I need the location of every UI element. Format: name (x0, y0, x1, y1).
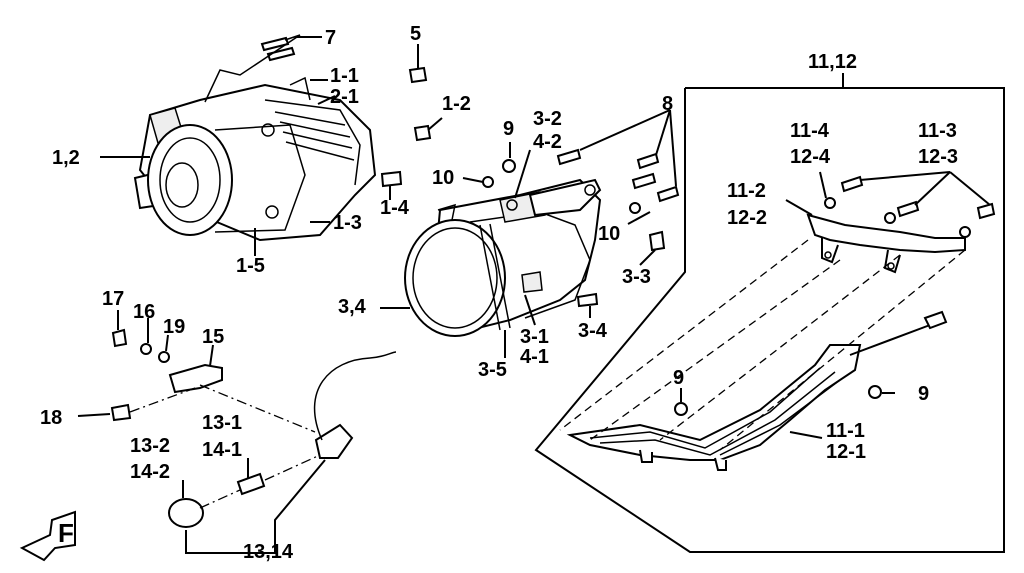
label-1-2-set: 1,2 (52, 147, 80, 169)
washer-10b (629, 202, 641, 214)
washer-10a (482, 176, 494, 188)
label-3-4-set: 3,4 (338, 296, 367, 318)
label-12-3: 12-3 (918, 146, 958, 168)
bolt-1-2 (413, 124, 432, 142)
clip-3-3 (648, 230, 666, 252)
label-14-2: 14-2 (130, 461, 170, 483)
label-9-mid: 9 (673, 367, 684, 389)
cap-14-2 (168, 498, 204, 528)
screw-7 (260, 36, 296, 62)
label-10a: 10 (432, 167, 454, 189)
bracket-15 (168, 363, 223, 394)
label-4-1: 4-1 (520, 346, 549, 368)
label-3-4: 3-4 (578, 320, 608, 342)
bolt-18 (110, 403, 132, 422)
garnish-11-1 (566, 310, 948, 471)
label-9-right: 9 (918, 383, 929, 405)
label-2-1: 2-1 (330, 86, 359, 108)
label-12-4: 12-4 (790, 146, 831, 168)
label-9-top: 9 (503, 118, 514, 140)
front-letter: F (58, 518, 74, 548)
label-3-3: 3-3 (622, 266, 651, 288)
label-13-2: 13-2 (130, 435, 170, 457)
label-17: 17 (102, 288, 124, 310)
label-13-14: 13,14 (243, 541, 294, 563)
label-11-1: 11-1 (826, 420, 865, 442)
headlight-assembly-3-4 (404, 178, 602, 337)
label-5: 5 (410, 23, 421, 45)
screw-5 (408, 66, 428, 84)
socket-13-1 (313, 351, 397, 459)
bulb-13-2 (236, 472, 266, 496)
label-11-2: 11-2 (727, 180, 766, 202)
label-13-1: 13-1 (202, 412, 242, 434)
label-8: 8 (662, 93, 673, 115)
washer-9 (502, 159, 516, 173)
label-1-1: 1-1 (330, 65, 359, 87)
label-11-4: 11-4 (790, 120, 830, 142)
screw-3-4 (576, 292, 599, 308)
bolt-17 (111, 328, 128, 348)
label-7: 7 (325, 27, 336, 49)
label-14-1: 14-1 (202, 439, 242, 461)
washer-19 (158, 351, 170, 363)
group-frame-11-12 (534, 87, 1005, 553)
label-4-2: 4-2 (533, 131, 562, 153)
front-arrow-icon: F (19, 510, 76, 562)
label-12-1: 12-1 (826, 441, 866, 463)
label-16: 16 (133, 301, 155, 323)
label-1-5: 1-5 (236, 255, 265, 277)
label-1-2: 1-2 (442, 93, 471, 115)
label-10b: 10 (598, 223, 620, 245)
label-3-1: 3-1 (520, 326, 549, 348)
washer-16 (140, 343, 152, 355)
label-19: 19 (163, 316, 185, 338)
label-3-2: 3-2 (533, 108, 562, 130)
label-11-12: 11,12 (808, 51, 857, 73)
label-12-2: 12-2 (727, 207, 767, 229)
label-1-4: 1-4 (380, 197, 410, 219)
label-18: 18 (40, 407, 62, 429)
bracket-11-2 (806, 213, 966, 274)
headlight-assembly-1-2 (133, 76, 377, 242)
label-15: 15 (202, 326, 224, 348)
label-3-5: 3-5 (478, 359, 507, 381)
screw-1-4 (380, 170, 403, 188)
label-1-3: 1-3 (333, 212, 362, 234)
label-11-3: 11-3 (918, 120, 957, 142)
